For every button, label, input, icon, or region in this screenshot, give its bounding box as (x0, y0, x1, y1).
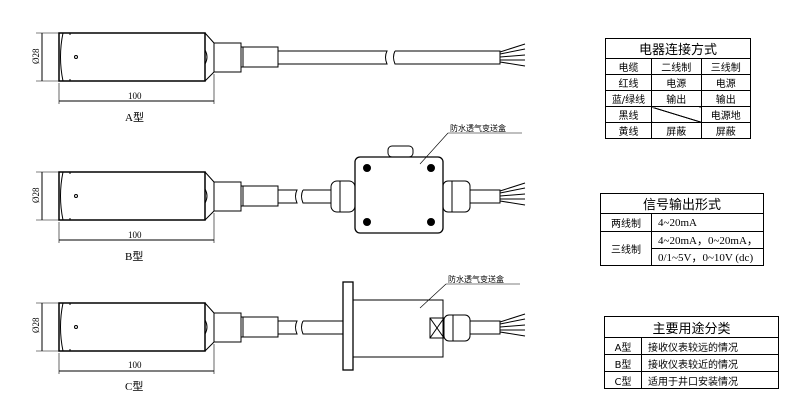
box-label-b: 防水透气变送盒 (450, 123, 506, 133)
box-label-c: 防水透气变送盒 (448, 274, 504, 284)
table-row: B型 接收仪表较近的情况 (604, 354, 779, 372)
cell: 屏蔽 (700, 122, 751, 139)
two-wire-label: 两线制 (600, 213, 652, 232)
diameter-label-b: Ø28 (31, 187, 41, 203)
three-wire-value: 0/1~5V，0~10V (dc) (651, 248, 764, 266)
table-row: 黑线 电源地 (605, 106, 751, 123)
cell: 电源地 (700, 106, 751, 123)
length-label-a: 100 (128, 91, 142, 101)
cell: 屏蔽 (651, 122, 702, 139)
cell: 输出 (651, 90, 702, 107)
header-cell: 三线制 (700, 58, 751, 75)
two-wire-value: 4~20mA (651, 213, 764, 232)
cell: B型 (604, 354, 642, 372)
cell: 黑线 (605, 106, 652, 123)
cell: 电源 (700, 74, 751, 91)
table-row: 黄线 屏蔽 屏蔽 (605, 122, 751, 139)
cell: A型 (604, 337, 642, 355)
model-label-a: A型 (125, 110, 144, 124)
usage-table-title: 主要用途分类 (604, 316, 779, 338)
header-cell: 电缆 (605, 58, 652, 75)
signal-table: 信号输出形式 两线制 4~20mA 三线制 4~20mA，0~20mA， 0/1… (600, 193, 764, 266)
length-label-c: 100 (128, 360, 142, 370)
model-label-c: C型 (125, 379, 143, 393)
usage-table: 主要用途分类 A型 接收仪表较远的情况 B型 接收仪表较近的情况 C型 适用于井… (604, 316, 779, 389)
length-label-b: 100 (128, 230, 142, 240)
cell: 红线 (605, 74, 652, 91)
cell: 接收仪表较近的情况 (641, 354, 779, 372)
three-wire-label: 三线制 (600, 231, 652, 266)
diameter-label-a: Ø28 (31, 48, 41, 64)
diameter-label-c: Ø28 (31, 317, 41, 333)
signal-table-title: 信号输出形式 (600, 193, 764, 214)
empty-diagonal-cell (651, 106, 702, 123)
probe-a-drawing (35, 32, 526, 105)
cell: 适用于井口安装情况 (641, 371, 779, 389)
header-cell: 二线制 (651, 58, 702, 75)
table-row: C型 适用于井口安装情况 (604, 371, 779, 389)
three-wire-value: 4~20mA，0~20mA， (651, 231, 764, 249)
cell: 黄线 (605, 122, 652, 139)
wiring-table-title: 电器连接方式 (605, 38, 751, 59)
cell: C型 (604, 371, 642, 389)
probe-b-drawing (35, 132, 526, 244)
probe-c-drawing (35, 281, 526, 375)
wiring-table: 电器连接方式 电缆 二线制 三线制 红线 电源 电源 蓝/绿线 输出 输出 黑线… (605, 38, 751, 139)
model-label-b: B型 (125, 249, 143, 263)
cell: 接收仪表较远的情况 (641, 337, 779, 355)
table-row: 蓝/绿线 输出 输出 (605, 90, 751, 107)
cell: 电源 (651, 74, 702, 91)
cell: 输出 (700, 90, 751, 107)
cell: 蓝/绿线 (605, 90, 652, 107)
table-row: A型 接收仪表较远的情况 (604, 337, 779, 355)
table-row: 红线 电源 电源 (605, 74, 751, 91)
